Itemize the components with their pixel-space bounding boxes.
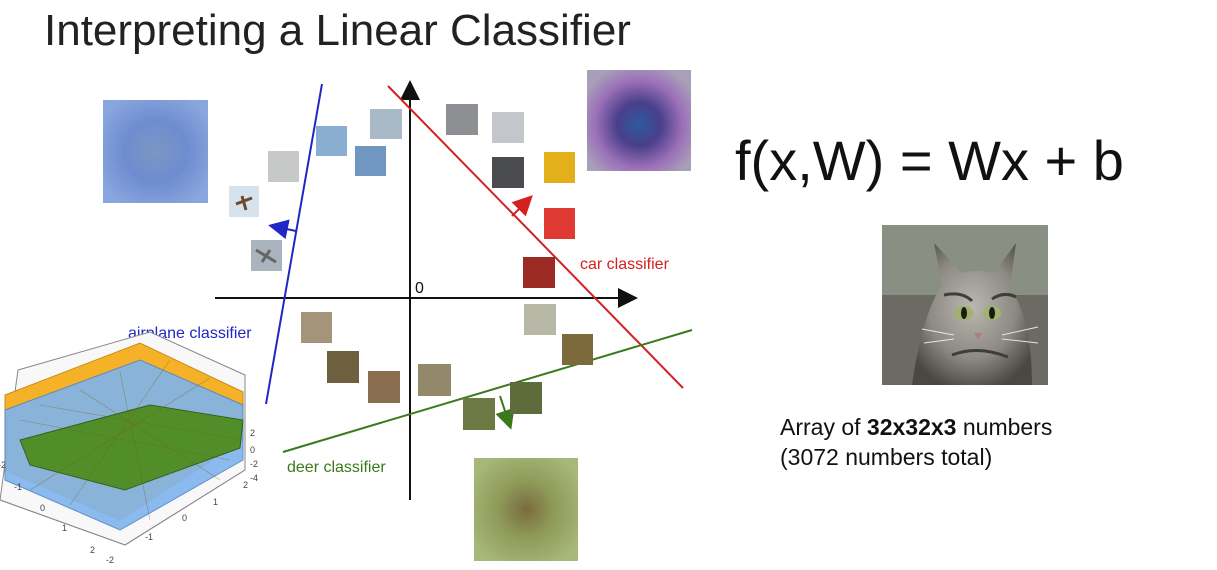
- car-thumbnail: [523, 257, 555, 288]
- x-tick: -2: [0, 460, 6, 470]
- y-tick: 0: [182, 513, 187, 523]
- caption-dimensions: 32x32x3: [866, 414, 957, 440]
- bird-thumbnails: [524, 304, 593, 365]
- x-tick: 1: [62, 523, 67, 533]
- z-tick: 2: [250, 428, 255, 438]
- y-tick: 2: [243, 480, 248, 490]
- airplane-thumbnail: [370, 109, 402, 139]
- caption-prefix: Array of: [780, 414, 867, 440]
- car-template-image: [587, 70, 691, 171]
- airplane-thumbnails: [229, 109, 402, 271]
- frog-thumbnails: [301, 312, 451, 403]
- airplane-thumbnail: [316, 126, 347, 156]
- deer-classifier-line: [282, 329, 693, 453]
- airplane-template-image: [103, 100, 208, 203]
- cat-image: [882, 225, 1048, 385]
- y-tick: -2: [106, 555, 114, 565]
- frog-thumbnail: [327, 351, 359, 383]
- deer-thumbnail: [463, 398, 495, 430]
- cat-caption: Array of 32x32x3 numbers (3072 numbers t…: [780, 412, 1052, 472]
- frog-thumbnail: [301, 312, 332, 343]
- deer-classifier-label: deer classifier: [287, 459, 386, 476]
- x-tick: 0: [40, 503, 45, 513]
- airplane-classifier-arrow: [268, 219, 297, 240]
- bird-thumbnail: [562, 334, 593, 365]
- airplane-thumbnail: [355, 146, 386, 176]
- deer-thumbnail: [510, 382, 542, 414]
- x-tick: -1: [14, 482, 22, 492]
- y-tick: 1: [213, 497, 218, 507]
- origin-label: 0: [415, 280, 424, 297]
- surface-front-frame: [0, 469, 246, 546]
- surface-green: [19, 404, 244, 491]
- car-thumbnails: [446, 104, 575, 288]
- airplane-thumbnail: [268, 151, 299, 182]
- z-tick: 0: [250, 445, 255, 455]
- car-thumbnail: [446, 104, 478, 135]
- surface-plot: 2 0 -2 -4 -2 -1 0 1 2 -2 -1 0 1 2: [0, 331, 258, 565]
- car-thumbnail: [492, 157, 524, 188]
- car-thumbnail: [544, 152, 575, 183]
- frog-thumbnail: [368, 371, 400, 403]
- car-classifier-arrow: [511, 195, 533, 217]
- caption-suffix: numbers: [956, 414, 1053, 440]
- car-thumbnail: [544, 208, 575, 239]
- classifier-diagram: 0 airplane classifier car classifier dee…: [0, 70, 693, 565]
- deer-classifier-arrow: [495, 395, 515, 430]
- bird-thumbnail: [524, 304, 556, 335]
- x-tick: 2: [90, 545, 95, 555]
- car-classifier-label: car classifier: [580, 256, 670, 273]
- z-tick: -2: [250, 459, 258, 469]
- y-tick: -1: [145, 532, 153, 542]
- deer-thumbnails: [463, 382, 542, 430]
- frog-thumbnail: [418, 364, 451, 396]
- caption-total: (3072 numbers total): [780, 444, 993, 470]
- score-function-formula: f(x,W) = Wx + b: [735, 129, 1124, 192]
- slide-title: Interpreting a Linear Classifier: [44, 6, 631, 55]
- deer-template-image: [474, 458, 578, 561]
- car-classifier-line: [387, 85, 684, 389]
- airplane-classifier-line: [265, 83, 323, 405]
- z-tick: -4: [250, 473, 258, 483]
- car-thumbnail: [492, 112, 524, 143]
